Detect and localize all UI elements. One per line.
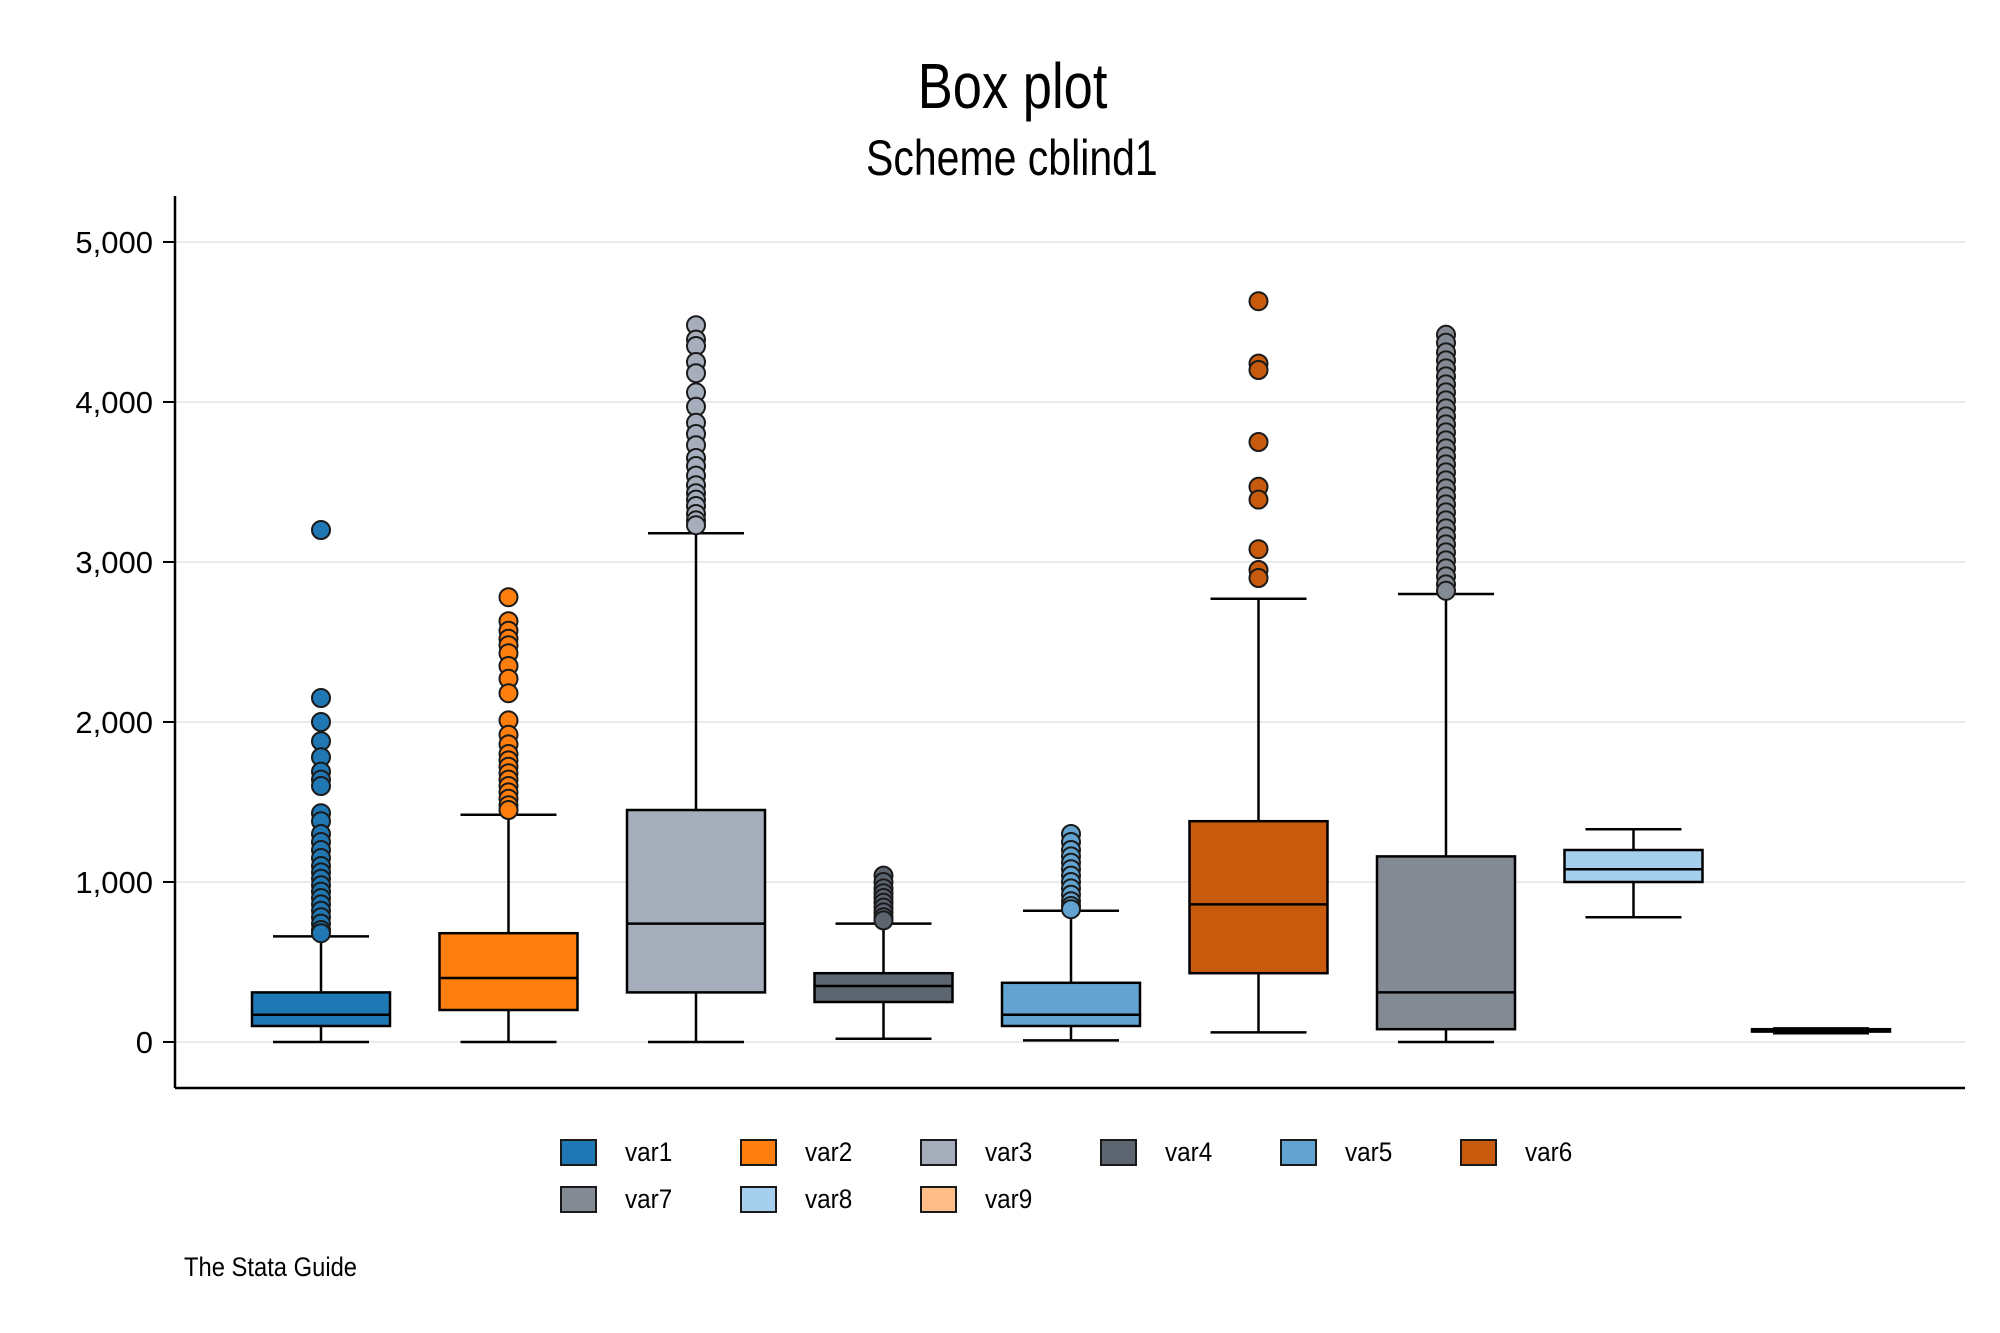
outlier-point	[498, 683, 519, 704]
legend-swatch	[920, 1185, 957, 1213]
outlier-point	[311, 776, 331, 796]
outlier-point	[686, 363, 706, 384]
iqr-box	[438, 931, 579, 1012]
outlier-point	[1248, 432, 1269, 452]
axes: 0 1,000 2,000 3,000 4,000 5,000	[75, 196, 1965, 1090]
legend-label: var8	[805, 1183, 853, 1214]
legend-label: var6	[1525, 1136, 1573, 1167]
box-var2	[438, 587, 579, 1044]
outlier-point	[311, 688, 331, 708]
iqr-box	[625, 808, 767, 994]
legend-label: var2	[805, 1136, 853, 1167]
legend-item-var8: var8	[740, 1181, 858, 1217]
legend-label: var5	[1345, 1136, 1393, 1167]
outlier-point	[498, 587, 519, 608]
box-var1	[250, 520, 392, 1044]
outlier-point	[1436, 580, 1456, 601]
box-var3	[625, 315, 767, 1044]
legend-swatch	[560, 1185, 597, 1213]
y-tick-label: 3,000	[75, 545, 153, 580]
y-tick-label: 2,000	[75, 705, 153, 740]
legend-swatch	[740, 1138, 777, 1166]
legend-swatch	[560, 1138, 597, 1166]
box-var6	[1188, 291, 1329, 1034]
legend-row: var7 var8 var9	[560, 1181, 1660, 1228]
legend-item-var2: var2	[740, 1134, 858, 1170]
legend-label: var1	[625, 1136, 673, 1167]
iqr-box	[1563, 848, 1704, 884]
chart-title: Box plot	[917, 50, 1108, 122]
boxes	[250, 291, 1892, 1044]
legend-label: var4	[1165, 1136, 1213, 1167]
y-tick-label: 1,000	[75, 865, 153, 900]
outlier-point	[686, 515, 706, 536]
y-tick-label: 5,000	[75, 225, 153, 260]
outlier-point	[311, 520, 331, 540]
box-var8	[1563, 827, 1704, 919]
chart-subtitle: Scheme cblind1	[866, 130, 1158, 186]
legend-swatch	[1100, 1138, 1137, 1166]
legend-swatch	[1280, 1138, 1317, 1166]
iqr-box	[1000, 981, 1142, 1028]
box-var5	[1000, 824, 1142, 1042]
legend-label: var3	[985, 1136, 1033, 1167]
outlier-point	[1061, 899, 1081, 920]
outlier-point	[1248, 539, 1269, 560]
outlier-point	[311, 712, 331, 732]
legend-item-var5: var5	[1280, 1134, 1398, 1170]
legend-swatch	[1460, 1138, 1497, 1166]
legend-item-var4: var4	[1100, 1134, 1218, 1170]
outlier-point	[498, 800, 519, 820]
iqr-box	[813, 971, 954, 1004]
outlier-point	[311, 923, 331, 944]
outlier-point	[873, 910, 894, 931]
legend-swatch	[740, 1185, 777, 1213]
y-tick-label: 4,000	[75, 385, 153, 420]
outlier-point	[1248, 568, 1269, 588]
box-var9	[1750, 1027, 1892, 1035]
legend-item-var9: var9	[920, 1181, 1038, 1217]
legend-item-var3: var3	[920, 1134, 1038, 1170]
outlier-point	[1248, 360, 1269, 380]
legend-item-var1: var1	[560, 1134, 678, 1170]
legend-row: var1 var2 var3 var4 var5 var6	[560, 1134, 1660, 1181]
legend-item-var6: var6	[1460, 1134, 1578, 1170]
legend-label: var7	[625, 1183, 673, 1214]
y-tick-label: 0	[136, 1025, 153, 1060]
iqr-box	[1188, 819, 1329, 975]
iqr-box	[1375, 855, 1517, 1031]
legend-swatch	[920, 1138, 957, 1166]
iqr-box	[250, 991, 392, 1028]
outlier-point	[1248, 489, 1269, 510]
legend: var1 var2 var3 var4 var5 var6 var7 var8 var9	[560, 1134, 1660, 1228]
legend-item-var7: var7	[560, 1181, 678, 1217]
box-var4	[813, 865, 954, 1041]
outlier-point	[1248, 291, 1269, 312]
chart-note: The Stata Guide	[184, 1252, 358, 1282]
box-var7	[1375, 324, 1517, 1044]
legend-label: var9	[985, 1183, 1033, 1214]
